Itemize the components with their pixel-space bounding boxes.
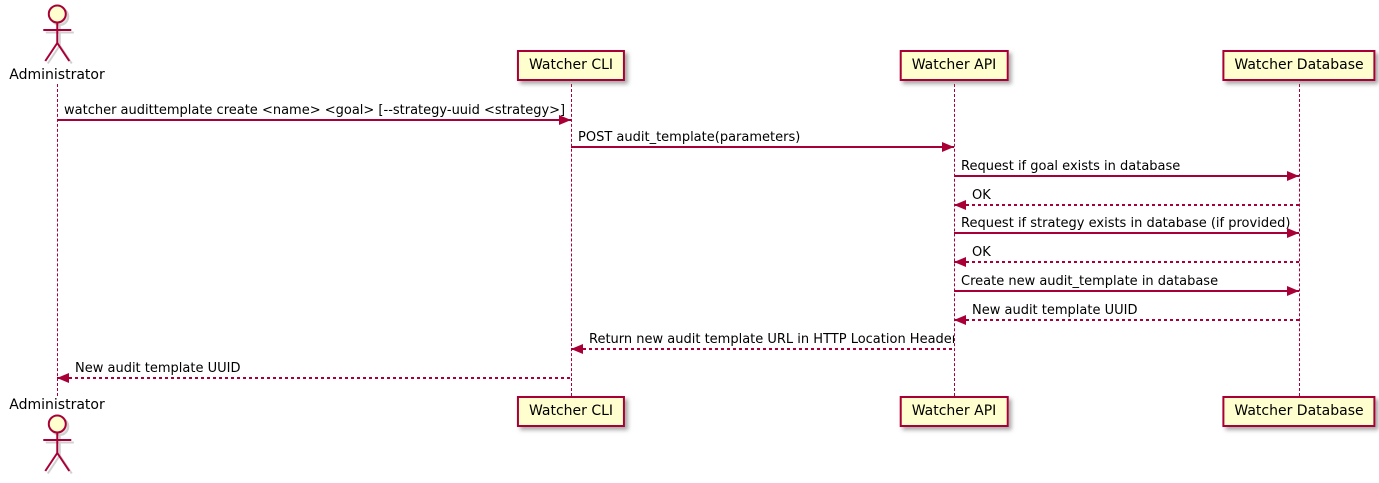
message-line [571,348,954,350]
message-line [571,146,954,148]
message-new-uuid-to-admin: New audit template UUID [57,361,571,383]
lifeline-administrator [57,84,58,396]
message-label: New audit template UUID [972,303,1138,318]
message-post-audit-template: POST audit_template(parameters) [571,130,954,152]
message-label: Request if goal exists in database [961,159,1181,174]
arrowhead-right-icon [559,114,571,125]
actor-administrator-top: Administrator [9,3,105,83]
message-request-goal-exists: Request if goal exists in database [954,159,1299,181]
arrowhead-left-icon [57,372,69,383]
message-line [57,377,571,379]
message-create-new-audit-template: Create new audit_template in database [954,274,1299,296]
message-line [954,290,1299,292]
arrowhead-right-icon [1287,170,1299,181]
message-label: watcher audittemplate create <name> <goa… [64,103,566,118]
arrowhead-left-icon [571,343,583,354]
arrowhead-right-icon [1287,227,1299,238]
lifeline-watcher-database [1299,84,1300,396]
message-label: New audit template UUID [75,361,241,376]
participant-watcher-api-bottom: Watcher API [899,396,1009,427]
message-line [954,204,1299,206]
message-line [57,119,571,121]
message-line [954,261,1299,263]
message-new-uuid-to-api: New audit template UUID [954,303,1299,325]
arrowhead-left-icon [954,199,966,210]
message-ok-goal: OK [954,188,1299,210]
lifeline-watcher-cli [571,84,572,396]
actor-administrator-bottom: Administrator [9,397,105,477]
actor-label: Administrator [9,397,105,413]
participant-watcher-cli-top: Watcher CLI [516,50,626,81]
message-return-url-location-header: Return new audit template URL in HTTP Lo… [571,332,954,354]
message-line [954,175,1299,177]
message-line [954,319,1299,321]
message-label: POST audit_template(parameters) [578,130,801,145]
participant-watcher-cli-bottom: Watcher CLI [516,396,626,427]
message-create-audittemplate: watcher audittemplate create <name> <goa… [57,103,571,125]
participant-watcher-database-bottom: Watcher Database [1222,396,1376,427]
message-label: Return new audit template URL in HTTP Lo… [589,332,954,347]
actor-label: Administrator [9,67,105,83]
message-label: Request if strategy exists in database (… [961,216,1291,231]
actor-icon [43,4,74,65]
message-label: OK [972,245,991,260]
arrowhead-left-icon [954,256,966,267]
message-label: Create new audit_template in database [961,274,1219,289]
lifeline-watcher-api [954,84,955,396]
participant-watcher-database-top: Watcher Database [1222,50,1376,81]
actor-icon [43,414,74,475]
message-label: OK [972,188,991,203]
arrowhead-left-icon [954,314,966,325]
message-line [954,232,1299,234]
arrowhead-right-icon [1287,285,1299,296]
message-request-strategy-exists: Request if strategy exists in database (… [954,216,1299,238]
message-ok-strategy: OK [954,245,1299,267]
arrowhead-right-icon [942,141,954,152]
participant-watcher-api-top: Watcher API [899,50,1009,81]
